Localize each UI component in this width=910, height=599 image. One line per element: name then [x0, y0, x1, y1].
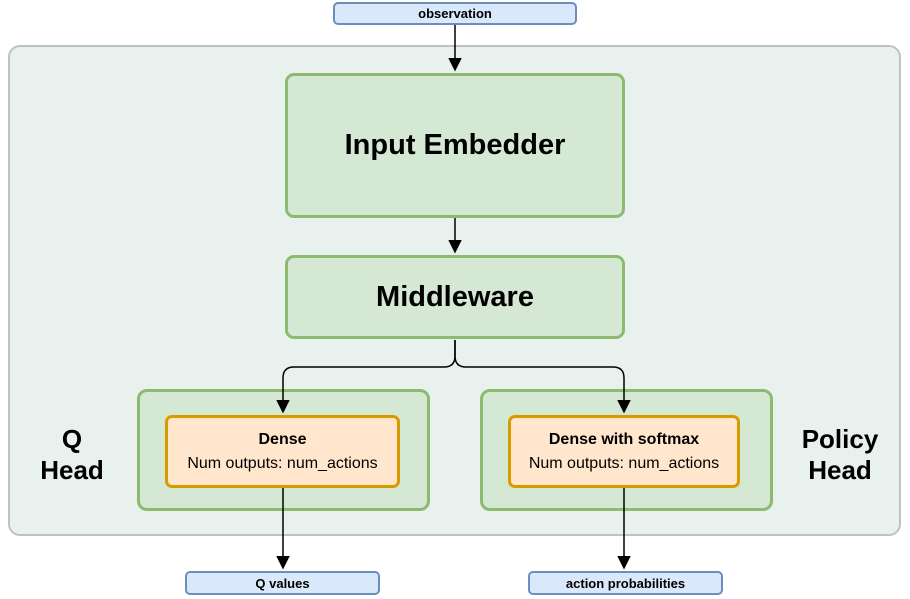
- observation-label: observation: [418, 6, 492, 21]
- policy-dense-title: Dense with softmax: [548, 430, 700, 448]
- q-values-label: Q values: [255, 575, 310, 591]
- q-dense-subtitle: Num outputs: num_actions: [187, 454, 378, 472]
- q-dense-title: Dense: [258, 430, 307, 448]
- policy-head-label: Policy Head: [788, 421, 892, 489]
- policy-head-label-line1: Policy: [801, 424, 879, 454]
- q-values-node: Q values: [185, 571, 380, 595]
- policy-dense-subtitle: Num outputs: num_actions: [528, 454, 720, 472]
- middleware-label: Middleware: [376, 280, 534, 313]
- policy-head-label-line2: Head: [808, 455, 872, 485]
- q-head-label: Q Head: [22, 421, 122, 489]
- input-embedder-node: Input Embedder: [285, 73, 625, 218]
- policy-dense-node: Dense with softmax Num outputs: num_acti…: [508, 415, 740, 488]
- q-head-label-line1: Q: [61, 424, 83, 454]
- observation-node: observation: [333, 2, 577, 25]
- middleware-node: Middleware: [285, 255, 625, 339]
- input-embedder-label: Input Embedder: [344, 129, 566, 161]
- action-probabilities-label: action probabilities: [565, 575, 686, 591]
- action-probabilities-node: action probabilities: [528, 571, 723, 595]
- q-dense-node: Dense Num outputs: num_actions: [165, 415, 400, 488]
- q-head-label-line2: Head: [40, 455, 104, 485]
